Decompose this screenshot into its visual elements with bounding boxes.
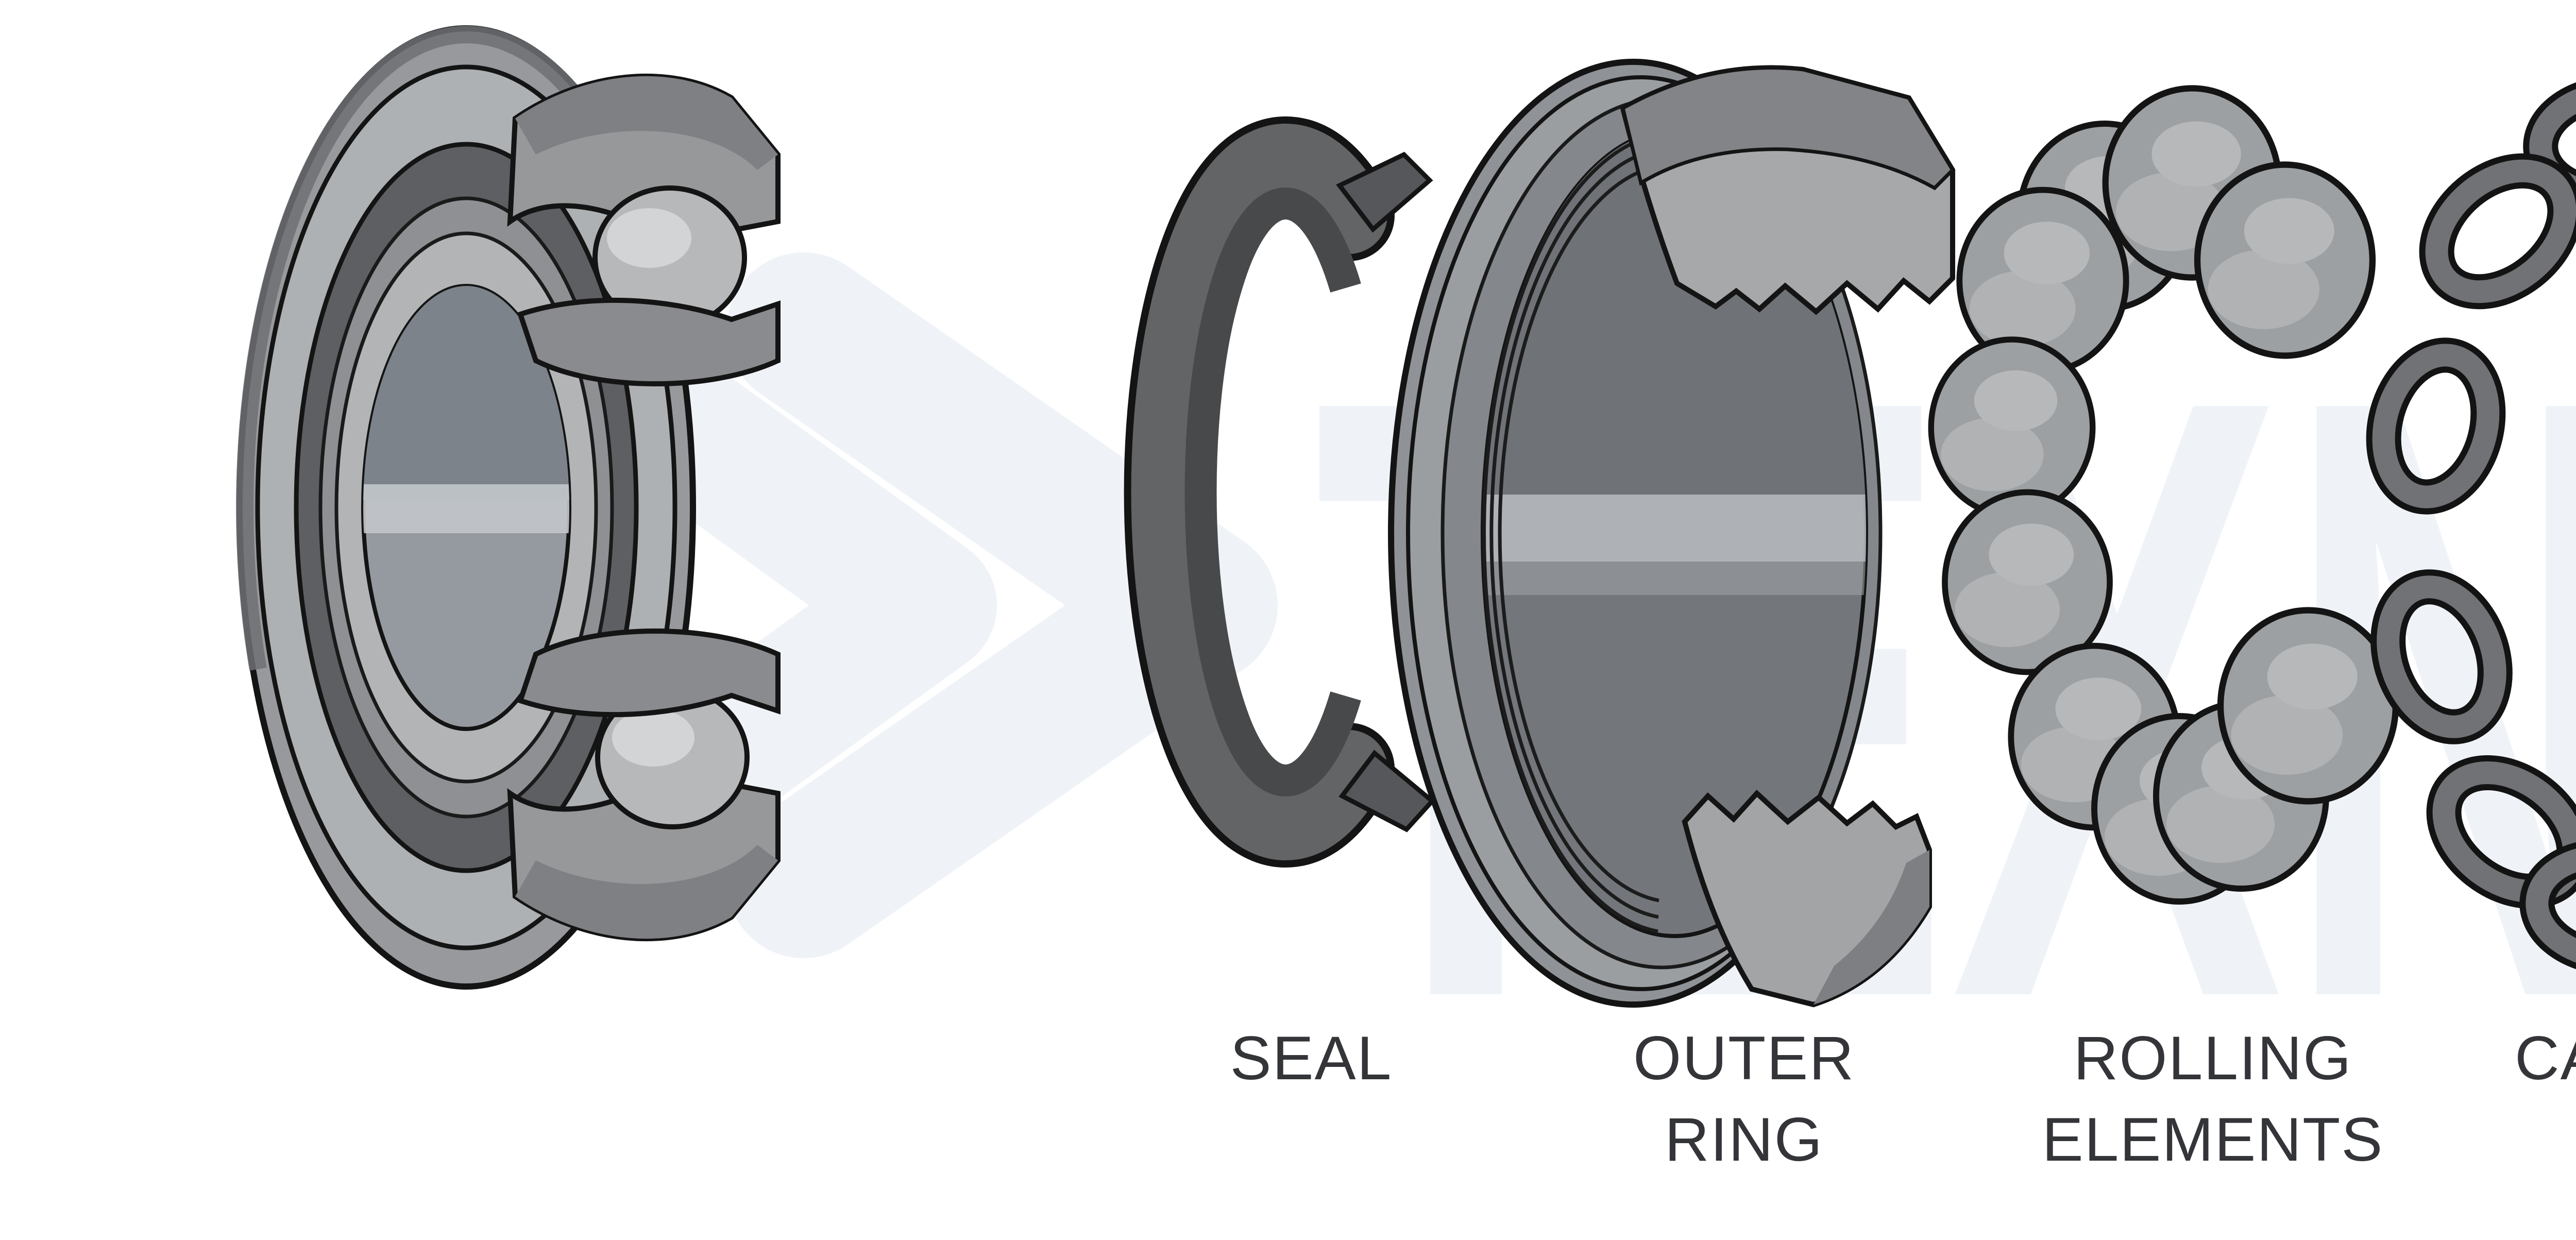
cage-illustration bbox=[2366, 75, 2576, 976]
seal-left-illustration bbox=[1124, 116, 1436, 868]
ball bbox=[2221, 610, 2396, 802]
assembled-bearing-illustration bbox=[236, 25, 781, 990]
cage-loops bbox=[2366, 75, 2576, 976]
ball bbox=[2197, 165, 2372, 356]
ball bbox=[1931, 339, 2093, 516]
outer-ring-illustration bbox=[1388, 59, 1955, 1008]
